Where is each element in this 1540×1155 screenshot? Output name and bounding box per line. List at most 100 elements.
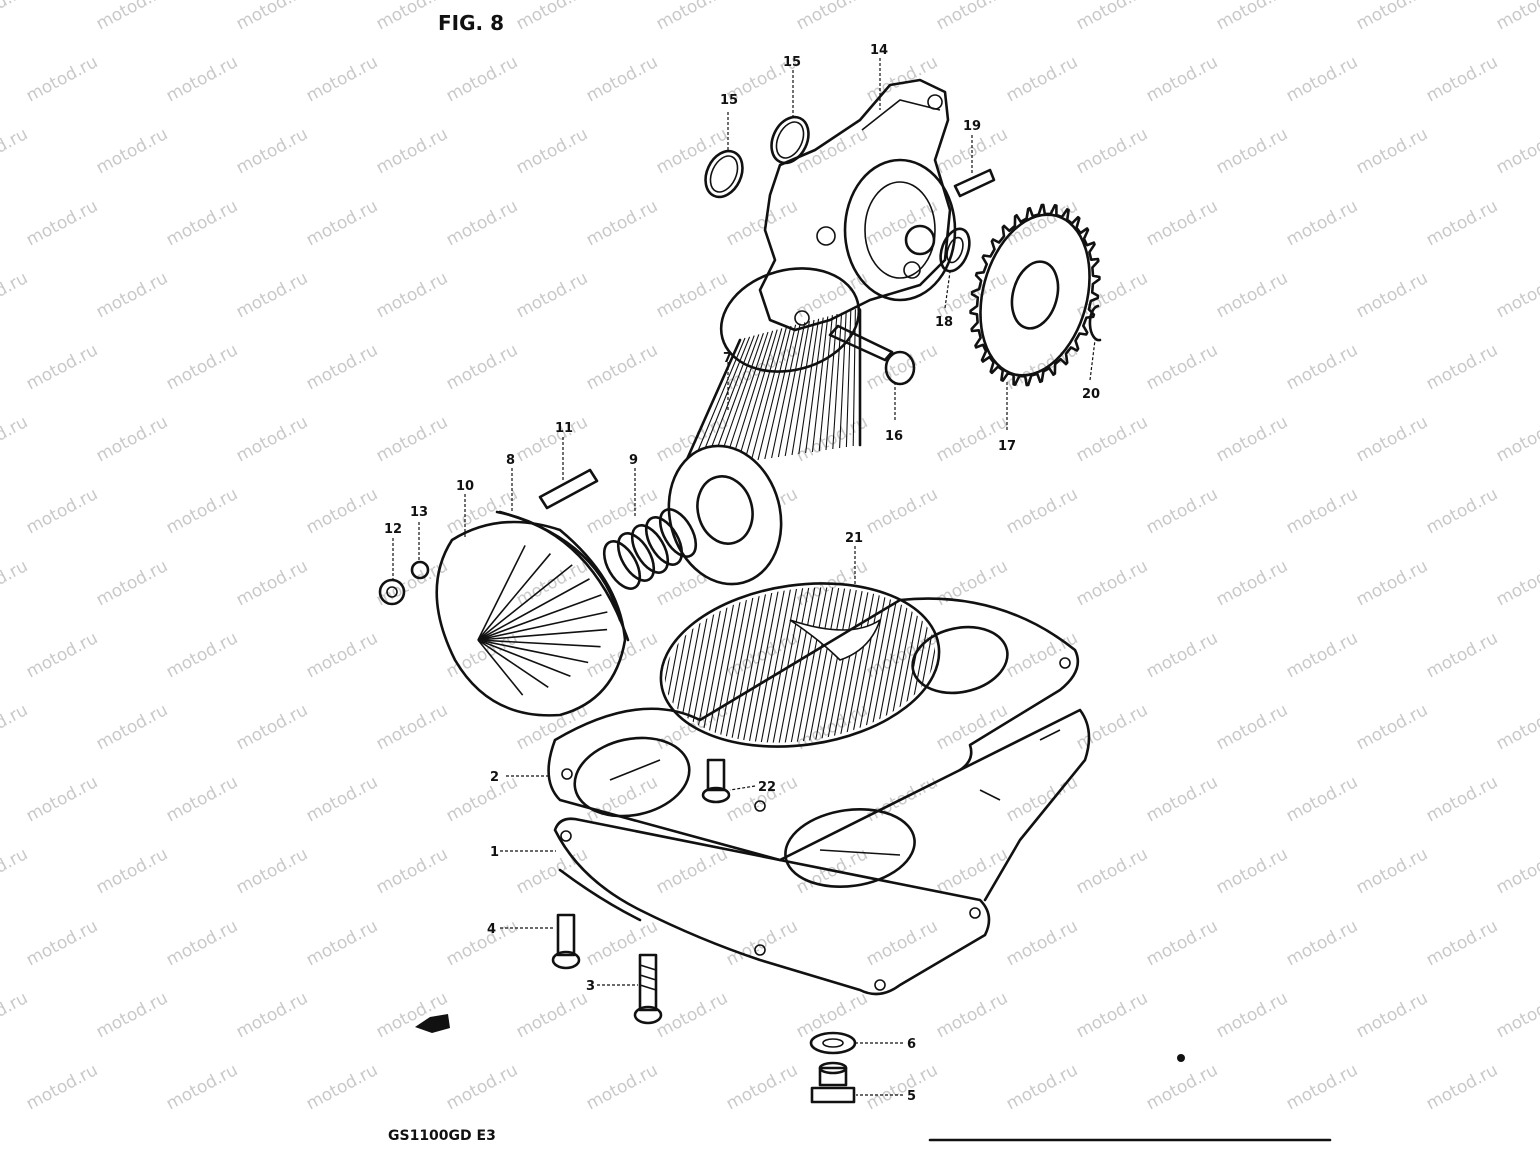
watermark-text: motod.ru [1073,124,1151,178]
strainer-mesh-line [779,570,821,760]
oil-filter-element [667,267,862,586]
callout-17: 17 [998,439,1016,454]
washer-18 [939,227,971,273]
gear-17 [969,203,1101,387]
watermark-text: motod.ru [0,700,31,754]
watermark-text: motod.ru [653,844,731,898]
filter-pleat-line [784,321,810,457]
watermark-text: motod.ru [933,844,1011,898]
watermark-text: motod.ru [1283,1060,1361,1114]
strainer-mesh-line [827,570,869,760]
strainer-mesh-line [767,570,809,760]
model-code: GS1100GD E3 [388,1128,496,1144]
callout-14: 14 [870,43,888,58]
watermark-text: motod.ru [0,412,31,466]
watermark-text: motod.ru [653,0,731,34]
watermark-text: motod.ru [1073,0,1151,34]
strainer-mesh-line [797,570,839,760]
watermark-text: motod.ru [1493,556,1540,610]
filter-pleat-line [832,312,843,450]
filter-pleat-line [825,313,838,451]
watermark-text: motod.ru [303,484,381,538]
strainer-mesh-line [791,570,833,760]
watermark-text: motod.ru [1213,556,1291,610]
watermark-text: motod.ru [1353,0,1431,34]
watermark-text: motod.ru [0,124,31,178]
watermark-text: motod.ru [1423,52,1501,106]
callout-15-right: 15 [783,55,801,70]
watermark-text: motod.ru [1283,772,1361,826]
strainer-mesh-line [809,570,851,760]
watermark-text: motod.ru [1493,268,1540,322]
callout-2: 2 [490,770,499,785]
watermark-text: motod.ru [443,1060,521,1114]
filter-pleat-line [805,317,824,454]
watermark-text: motod.ru [0,988,31,1042]
cover-rib [477,639,589,664]
watermark-text: motod.ru [1353,556,1431,610]
washer-13 [410,560,430,580]
watermark-text: motod.ru [1143,340,1221,394]
callout-9: 9 [629,453,638,468]
watermark-text: motod.ru [443,484,521,538]
callout-labels: 1 2 3 4 5 6 7 8 9 10 11 12 13 14 15 15 1… [384,43,1100,1104]
watermark-text: motod.ru [1493,412,1540,466]
watermark-text: motod.ru [93,268,171,322]
watermark-text: motod.ru [1073,556,1151,610]
filter-pleat-line [743,328,783,463]
watermark-text: motod.ru [1213,0,1291,34]
watermark-text: motod.ru [723,916,801,970]
watermark-text: motod.ru [1073,412,1151,466]
watermark-text: motod.ru [933,0,1011,34]
watermark-text: motod.ru [23,52,101,106]
callout-20: 20 [1082,387,1100,402]
watermark-text: motod.ru [443,916,521,970]
watermark-text: motod.ru [1493,844,1540,898]
watermark-text: motod.ru [1143,484,1221,538]
watermark-text: motod.ru [1143,196,1221,250]
watermark-text: motod.ru [793,0,871,34]
strainer-mesh-line [761,570,803,760]
watermark-text: motod.ru [1353,412,1431,466]
watermark-text: motod.ru [303,340,381,394]
cover-rib [477,639,571,678]
watermark-text: motod.ru [1423,772,1501,826]
watermark-text: motod.ru [1423,628,1501,682]
watermark-text: motod.ru [583,340,661,394]
watermark-text: motod.ru [1493,0,1540,34]
spring-coil [616,532,656,582]
watermark-text: motod.ru [1143,916,1221,970]
filter-pleat-line [811,316,829,453]
watermark-text: motod.ru [93,124,171,178]
watermark-text: motod.ru [303,196,381,250]
watermark-text: motod.ru [93,700,171,754]
watermark-text: motod.ru [1003,628,1081,682]
watermark-text: motod.ru [1353,268,1431,322]
cover-rib [477,639,601,648]
watermark-text: motod.ru [513,268,591,322]
callout-16: 16 [885,429,903,444]
watermark-text: motod.ru [303,772,381,826]
watermark-text: motod.ru [1423,916,1501,970]
oil-pan-1 [553,708,1091,996]
filter-pleat-line [839,311,847,449]
watermark-text: motod.ru [163,340,241,394]
watermark-text: motod.ru [443,52,521,106]
filter-cover-10 [435,510,627,717]
drain-plug-5 [810,1061,856,1104]
watermark-text: motod.ru [93,412,171,466]
watermark-text: motod.ru [233,0,311,34]
watermark-text: motod.ru [373,124,451,178]
filter-pleat-line [845,310,852,448]
callout-8: 8 [506,453,515,468]
watermark-text: motod.ru [1003,916,1081,970]
watermark-text: motod.ru [163,772,241,826]
watermark-text: motod.ru [0,556,31,610]
watermark-text: motod.ru [1353,124,1431,178]
watermark-text: motod.ru [163,628,241,682]
filter-pleat-line [750,327,787,462]
spring-coil [602,540,642,590]
watermark-text: motod.ru [1073,988,1151,1042]
watermark-text: motod.ru [233,988,311,1042]
watermark-text: motod.ru [233,412,311,466]
